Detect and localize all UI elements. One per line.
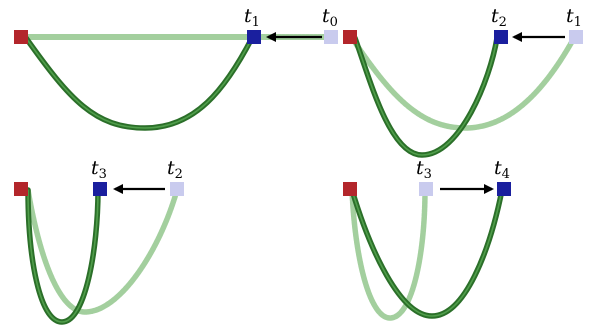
current-time-label: t4 [494, 157, 510, 182]
fixed-anchor [343, 182, 357, 196]
panel-2: t2 t1 [343, 5, 583, 158]
fixed-anchor [14, 182, 28, 196]
previous-time-label: t3 [416, 157, 432, 182]
previous-time-label: t0 [322, 5, 338, 30]
current-time-label: t3 [91, 157, 107, 182]
panel-3: t3 t2 [14, 157, 184, 325]
previous-end-cube [170, 182, 184, 196]
previous-rope [349, 187, 428, 321]
previous-end-cube [569, 30, 583, 44]
current-time-label: t2 [491, 5, 507, 30]
current-rope [25, 187, 101, 325]
previous-time-label: t2 [167, 157, 183, 182]
previous-time-label: t1 [566, 5, 582, 30]
previous-rope [25, 187, 180, 315]
panel-4: t3 t4 [343, 157, 511, 321]
current-end-cube [247, 30, 261, 44]
current-end-cube [497, 182, 511, 196]
previous-end-cube [419, 182, 433, 196]
fixed-anchor [343, 30, 357, 44]
previous-end-cube [324, 30, 338, 44]
panel-1: t1 t0 [14, 5, 338, 131]
current-time-label: t1 [244, 5, 260, 30]
current-end-cube [93, 182, 107, 196]
fixed-anchor [14, 30, 28, 44]
current-end-cube [494, 30, 508, 44]
previous-rope [349, 35, 577, 131]
